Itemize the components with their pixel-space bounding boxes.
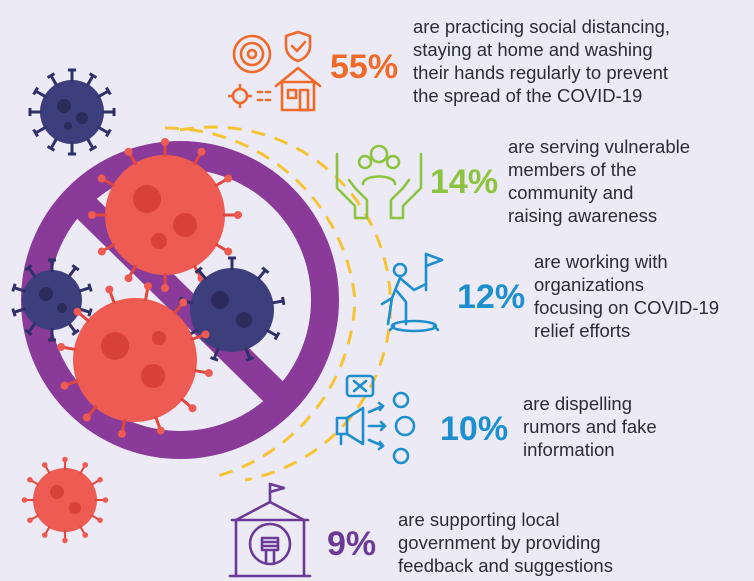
red-virus-icon xyxy=(55,280,215,440)
stat-percent: 10% xyxy=(440,410,509,448)
red-virus-icon xyxy=(86,136,244,294)
navy-virus-icon xyxy=(11,258,93,342)
stat-description: are dispelling rumors and fake informati… xyxy=(523,393,657,460)
stat-percent: 9% xyxy=(327,525,377,563)
stat-percent: 12% xyxy=(457,278,526,316)
stat-description: are serving vulnerable members of the co… xyxy=(508,136,691,226)
red-virus-icon xyxy=(20,455,110,545)
navy-virus-icon xyxy=(178,256,286,362)
hands-community-icon xyxy=(335,144,423,220)
megaphone-broadcast-icon xyxy=(335,374,416,465)
dashed-arc xyxy=(179,125,392,482)
navy-virus-icon xyxy=(28,68,116,156)
stat-description: are practicing social distancing, stayin… xyxy=(413,16,671,106)
person-flag-icon xyxy=(380,252,444,333)
stat-percent: 14% xyxy=(430,163,499,201)
stat-description: are supporting local government by provi… xyxy=(398,509,613,576)
government-fist-icon xyxy=(228,482,312,578)
virus-shield-home-icon xyxy=(228,30,322,112)
stat-percent: 55% xyxy=(330,48,399,86)
stat-description: are working with organizations focusing … xyxy=(534,251,720,341)
